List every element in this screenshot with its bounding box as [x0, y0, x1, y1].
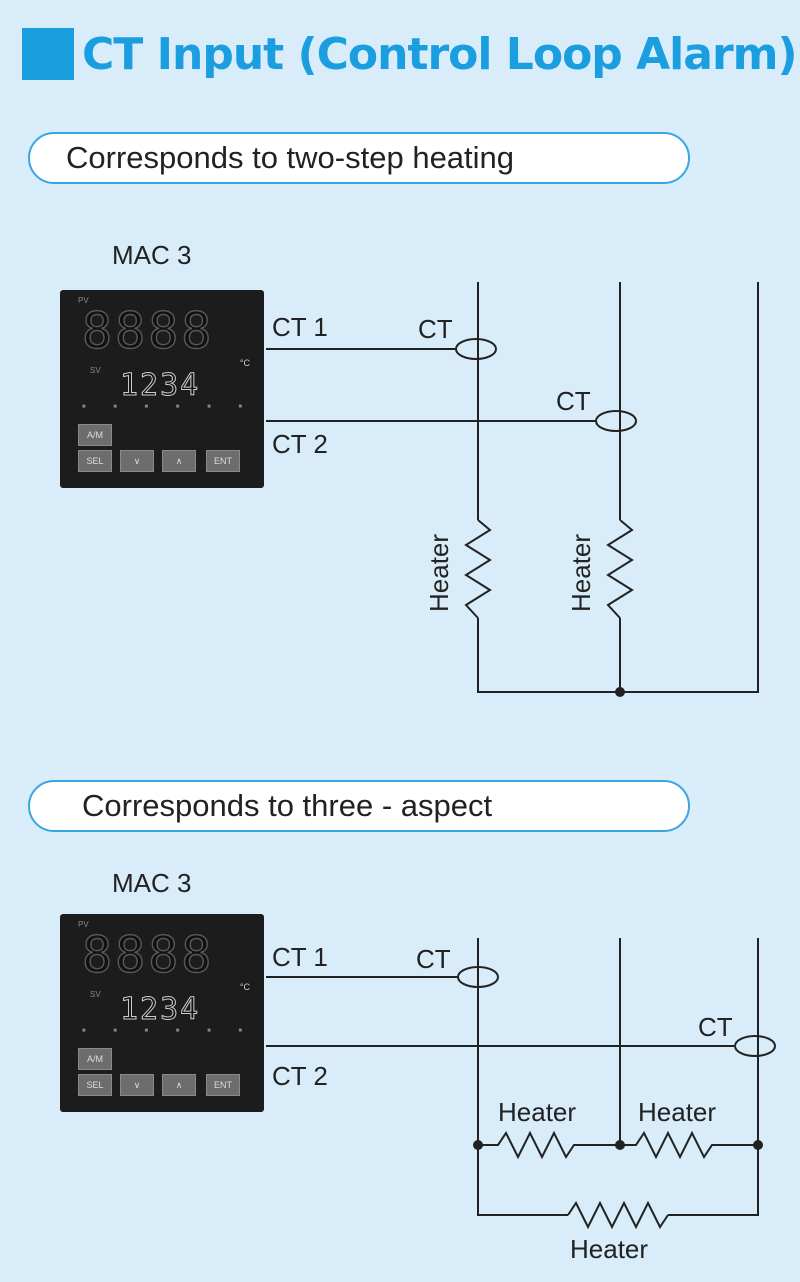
device-button-sel: SEL: [78, 450, 112, 472]
unit-label: °C: [239, 982, 250, 992]
sv-display: 1234: [119, 368, 201, 404]
device-button-down: ∨: [120, 1074, 154, 1096]
unit-label: °C: [239, 358, 250, 368]
line-c-s2: [668, 938, 759, 1216]
line-a-s1: [477, 282, 759, 693]
device-button-am: A/M: [78, 424, 112, 446]
device-label-2: MAC 3: [112, 868, 192, 898]
heater-zigzag-c-s2: [567, 1200, 669, 1230]
ct2-label-s1: CT 2: [272, 429, 328, 459]
sv-label: SV: [90, 366, 101, 375]
ct-coil-a-s1: [455, 338, 497, 360]
indicator-leds: ■■■■■■: [82, 1028, 242, 1034]
indicator-leds: ■■■■■■: [82, 404, 242, 410]
ct-label-b-s2: CT: [698, 1012, 733, 1042]
pv-label: PV: [78, 296, 89, 305]
heater-label-b-s2: Heater: [638, 1097, 716, 1127]
junction-dot-b-s2: [615, 1140, 625, 1150]
heater-label-b-s1: Heater: [566, 534, 596, 612]
ct-coil-a-s2: [457, 966, 499, 988]
heater-label-a-s2: Heater: [498, 1097, 576, 1127]
pv-label: PV: [78, 920, 89, 929]
device-button-sel: SEL: [78, 1074, 112, 1096]
page-title: CT Input (Control Loop Alarm): [22, 24, 798, 84]
device-button-up: ∧: [162, 1074, 196, 1096]
heater-zigzag-b-s2: [620, 1130, 758, 1160]
ct2-label-s2: CT 2: [272, 1061, 328, 1091]
device-label-1: MAC 3: [112, 240, 192, 270]
sv-label: SV: [90, 990, 101, 999]
heater-label-c-s2: Heater: [570, 1234, 648, 1264]
sv-display: 1234: [119, 992, 201, 1028]
junction-dot-a-s2: [473, 1140, 483, 1150]
section1-banner: Corresponds to two-step heating: [28, 132, 690, 184]
device-button-ent: ENT: [206, 1074, 240, 1096]
ct1-label-s2: CT 1: [272, 942, 328, 972]
controller-device-2: PV 8888 SV °C 1234 ■■■■■■ A/M SEL ∨ ∧ EN…: [60, 914, 264, 1112]
junction-dot-s1: [615, 687, 625, 697]
heater-zigzag-b-s1: [606, 519, 634, 619]
heater-zigzag-a-s1: [464, 519, 492, 619]
heater-label-a-s1: Heater: [424, 534, 454, 612]
ct-label-b-s1: CT: [556, 386, 591, 416]
device-button-down: ∨: [120, 450, 154, 472]
ct-coil-b-s2: [734, 1035, 776, 1057]
title-square-icon: [22, 28, 74, 80]
pv-display: 8888: [81, 301, 215, 360]
title-text: CT Input (Control Loop Alarm): [82, 28, 798, 80]
ct-label-a-s1: CT: [418, 314, 453, 344]
ct1-label-s1: CT 1: [272, 312, 328, 342]
device-button-up: ∧: [162, 450, 196, 472]
line-a-s2: [477, 938, 568, 1216]
pv-display: 8888: [81, 925, 215, 984]
device-button-ent: ENT: [206, 450, 240, 472]
device-button-am: A/M: [78, 1048, 112, 1070]
heater-zigzag-a-s2: [478, 1130, 620, 1160]
ct-coil-b-s1: [595, 410, 637, 432]
section2-banner: Corresponds to three - aspect: [28, 780, 690, 832]
controller-device-1: PV 8888 SV °C 1234 ■■■■■■ A/M SEL ∨ ∧ EN…: [60, 290, 264, 488]
ct-label-a-s2: CT: [416, 944, 451, 974]
junction-dot-c-s2: [753, 1140, 763, 1150]
